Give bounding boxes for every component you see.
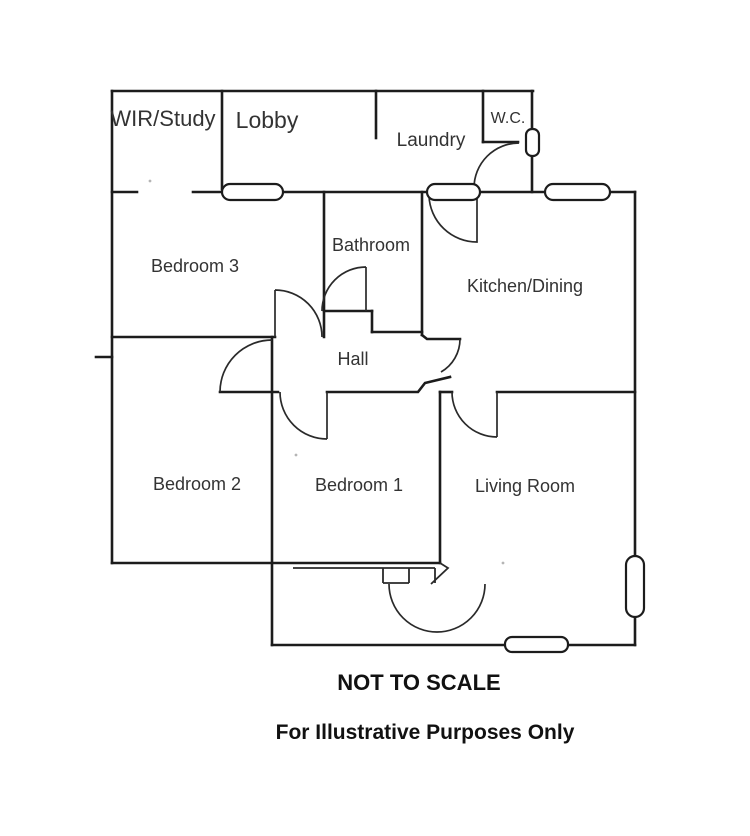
speckle-dot <box>501 561 505 565</box>
window-symbol-kitchen-top <box>543 182 612 202</box>
door-arc-laundry-kitchen <box>428 194 478 243</box>
room-label-lobby: Lobby <box>236 107 299 133</box>
door-arc-bedroom-1 <box>279 391 328 440</box>
scan-speckles <box>148 179 505 565</box>
footer-notes: NOT TO SCALE For Illustrative Purposes O… <box>276 670 575 744</box>
room-labels: WIR/Study Lobby Laundry W.C. Bedroom 3 B… <box>110 106 583 496</box>
window-symbol-living-bottom <box>503 635 570 654</box>
room-label-wir-study: WIR/Study <box>110 106 215 131</box>
door-arc-bedroom-2 <box>219 339 273 393</box>
room-label-kitchen-dining: Kitchen/Dining <box>467 276 583 296</box>
door-arc-kitchen-hall <box>440 338 461 373</box>
room-label-wc: W.C. <box>491 110 526 127</box>
door-arc-patio-half <box>388 583 486 633</box>
window-symbol-lobby-wall <box>220 182 285 202</box>
room-label-living-room: Living Room <box>475 476 575 496</box>
door-arc-living-room <box>451 391 498 438</box>
window-symbol-living-right <box>624 554 646 619</box>
door-arc-bedroom-3 <box>274 289 323 338</box>
door-arc-wc <box>473 142 520 189</box>
room-label-laundry: Laundry <box>397 130 466 151</box>
room-label-bedroom-2: Bedroom 2 <box>153 474 241 494</box>
door-arc-bathroom <box>321 266 367 312</box>
bottom-door-leaf <box>430 562 450 585</box>
room-label-hall: Hall <box>337 349 368 369</box>
window-symbols <box>220 127 646 654</box>
wall-kitchen-door-tick <box>420 333 462 341</box>
door-swings <box>219 142 520 633</box>
wall-hall-bottom-mid <box>325 375 452 394</box>
speckle-dot <box>148 179 152 183</box>
speckle-dot <box>294 453 298 457</box>
not-to-scale-note: NOT TO SCALE <box>337 670 500 695</box>
bottom-step-cells <box>382 568 436 584</box>
room-label-bathroom: Bathroom <box>332 235 410 255</box>
window-symbol-laundry-wall <box>425 182 482 202</box>
room-label-bedroom-1: Bedroom 1 <box>315 475 403 495</box>
window-symbol-wc-right <box>524 127 541 158</box>
illustrative-purposes-note: For Illustrative Purposes Only <box>276 721 575 744</box>
room-label-bedroom-3: Bedroom 3 <box>151 256 239 276</box>
